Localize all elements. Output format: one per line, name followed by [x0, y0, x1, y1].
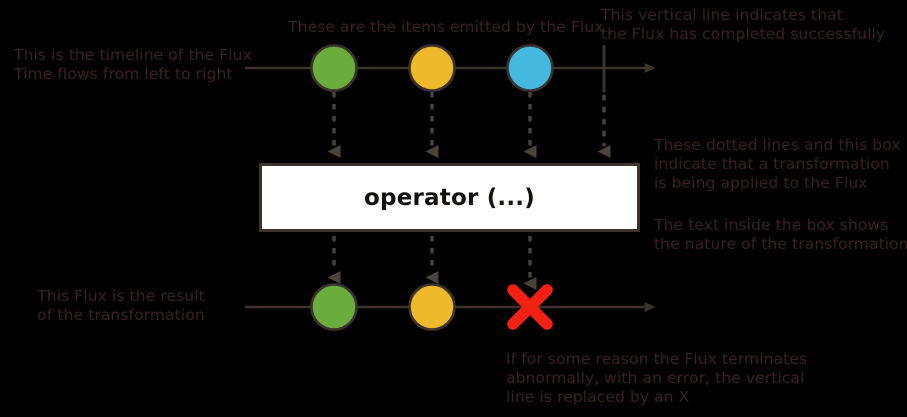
marble-yellow-source[interactable]	[408, 44, 456, 92]
annotation-items-emitted: These are the items emitted by the Flux	[288, 18, 604, 36]
annotation-result-flux: This Flux is the result of the transform…	[37, 287, 205, 324]
error-x-icon[interactable]	[507, 284, 553, 330]
result-flux-timeline	[245, 283, 656, 331]
marble-green-result[interactable]	[310, 283, 358, 331]
marble-green-source[interactable]	[310, 44, 358, 92]
annotation-dotted-lines-box: These dotted lines and this box indicate…	[654, 136, 901, 192]
marble-blue-source[interactable]	[506, 44, 554, 92]
annotation-box-text-meaning: The text inside the box shows the nature…	[654, 216, 907, 253]
transform-input-arrows	[327, 92, 611, 158]
source-flux-timeline	[245, 44, 656, 92]
annotation-error-termination: If for some reason the Flux terminates a…	[506, 350, 808, 406]
annotation-timeline-left: This is the timeline of the Flux Time fl…	[14, 46, 252, 83]
marble-yellow-result[interactable]	[408, 283, 456, 331]
transform-output-arrows	[327, 236, 537, 290]
annotation-vertical-line: This vertical line indicates that the Fl…	[601, 6, 886, 43]
operator-box[interactable]: operator (...)	[259, 163, 640, 232]
operator-label: operator (...)	[364, 184, 535, 211]
